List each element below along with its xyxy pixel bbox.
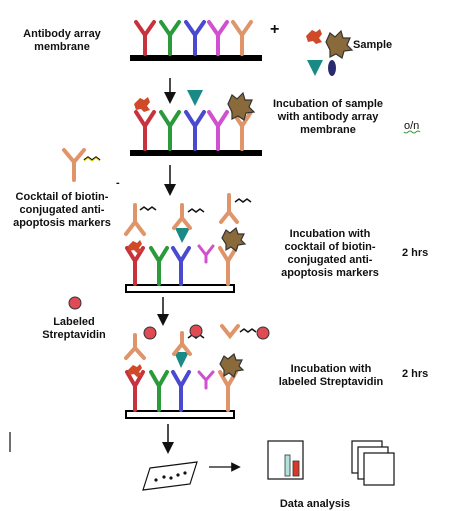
antibody-red [125,246,145,286]
brown-protein [325,29,354,59]
membrane-bar [130,55,262,61]
antibody-red [134,20,156,56]
step3-label: Incubation with labeled Streptavidin [279,363,384,388]
svg-text:Incubation of sample: Incubation of sample [273,98,383,110]
antibody-red [125,370,145,412]
step1-label: Incubation of sample with antibody array… [273,98,383,136]
detection-antibody-1 [124,203,146,236]
antibody-blue [184,20,206,56]
membrane-bar [125,284,235,293]
spellcheck-squiggle [403,130,421,134]
antibody-orange [218,246,238,286]
antibody-green [159,20,181,56]
antibody-magenta [207,20,229,56]
membrane-bar [125,410,235,419]
detection-antibody-3 [220,324,240,340]
step2-label: Incubation with cocktail of biotin- conj… [281,228,379,279]
svg-text:conjugated anti-: conjugated anti- [288,254,373,266]
svg-text:cocktail of biotin-: cocktail of biotin- [284,241,375,253]
svg-text:membrane: membrane [34,41,90,53]
svg-text:Cocktail of biotin-: Cocktail of biotin- [16,191,109,203]
svg-text:with antibody array: with antibody array [277,111,380,123]
teal-protein [187,90,203,106]
scanned-membrane-icon [142,461,198,491]
membrane-row-2 [130,90,262,156]
chart-icon [267,440,304,480]
sample-proteins [306,29,354,76]
detection-antibody-2 [172,331,192,356]
membrane-row-3 [124,193,252,293]
red-protein [128,364,142,377]
brown-protein [221,226,247,253]
streptavidin-bound [143,326,157,340]
step1-time: o/n [404,120,419,132]
membrane-bar [130,150,262,156]
plus-sign: + [270,21,279,38]
cocktail-antibody-icon [62,148,101,182]
streptavidin-bound [189,324,203,338]
antibody-magenta [197,244,215,264]
brown-protein [227,91,256,121]
svg-text:Labeled: Labeled [53,316,95,328]
dash-mark: - [116,177,120,189]
antibody-red [134,110,156,151]
red-protein [128,240,142,253]
svg-text:membrane: membrane [300,124,356,136]
red-protein [134,97,150,112]
navy-protein [328,60,336,76]
streptavidin-label: Labeled Streptavidin [42,316,106,341]
step3-time: 2 hrs [402,368,428,380]
stacked-pages-icon [351,440,395,486]
streptavidin-icon [68,296,82,310]
detection-antibody-2 [172,203,192,230]
teal-protein [307,60,323,76]
step2-time: 2 hrs [402,247,428,259]
red-protein [306,29,322,44]
antibody-array-label: Antibody array membrane [23,28,102,53]
membrane-row-1 [130,20,262,61]
detection-antibody-3 [219,193,239,224]
data-analysis-label: Data analysis [280,498,350,510]
antibody-orange [218,370,238,412]
membrane-row-4 [124,324,270,419]
antibody-blue [184,110,206,151]
antibody-green [149,246,169,286]
svg-text:conjugated anti-: conjugated anti- [20,204,105,216]
antibody-magenta [197,370,215,390]
svg-text:Antibody array: Antibody array [23,28,102,40]
svg-text:labeled Streptavidin: labeled Streptavidin [279,376,384,388]
brown-protein [219,352,245,379]
streptavidin-bound [256,326,270,340]
antibody-blue [171,370,191,412]
detection-antibody-1 [124,333,146,360]
svg-text:apoptosis markers: apoptosis markers [13,217,111,229]
sample-label: Sample [353,39,392,51]
svg-text:Incubation with: Incubation with [290,228,371,240]
antibody-blue [171,246,191,286]
antibody-green [149,370,169,412]
antibody-magenta [207,110,229,151]
teal-protein [174,352,189,368]
antibody-green [159,110,181,151]
teal-protein [175,228,190,243]
svg-text:apoptosis markers: apoptosis markers [281,267,379,279]
antibody-orange [231,20,253,56]
cocktail-label: Cocktail of biotin- conjugated anti- apo… [13,191,111,229]
svg-text:Incubation with: Incubation with [291,363,372,375]
svg-text:Streptavidin: Streptavidin [42,329,106,341]
